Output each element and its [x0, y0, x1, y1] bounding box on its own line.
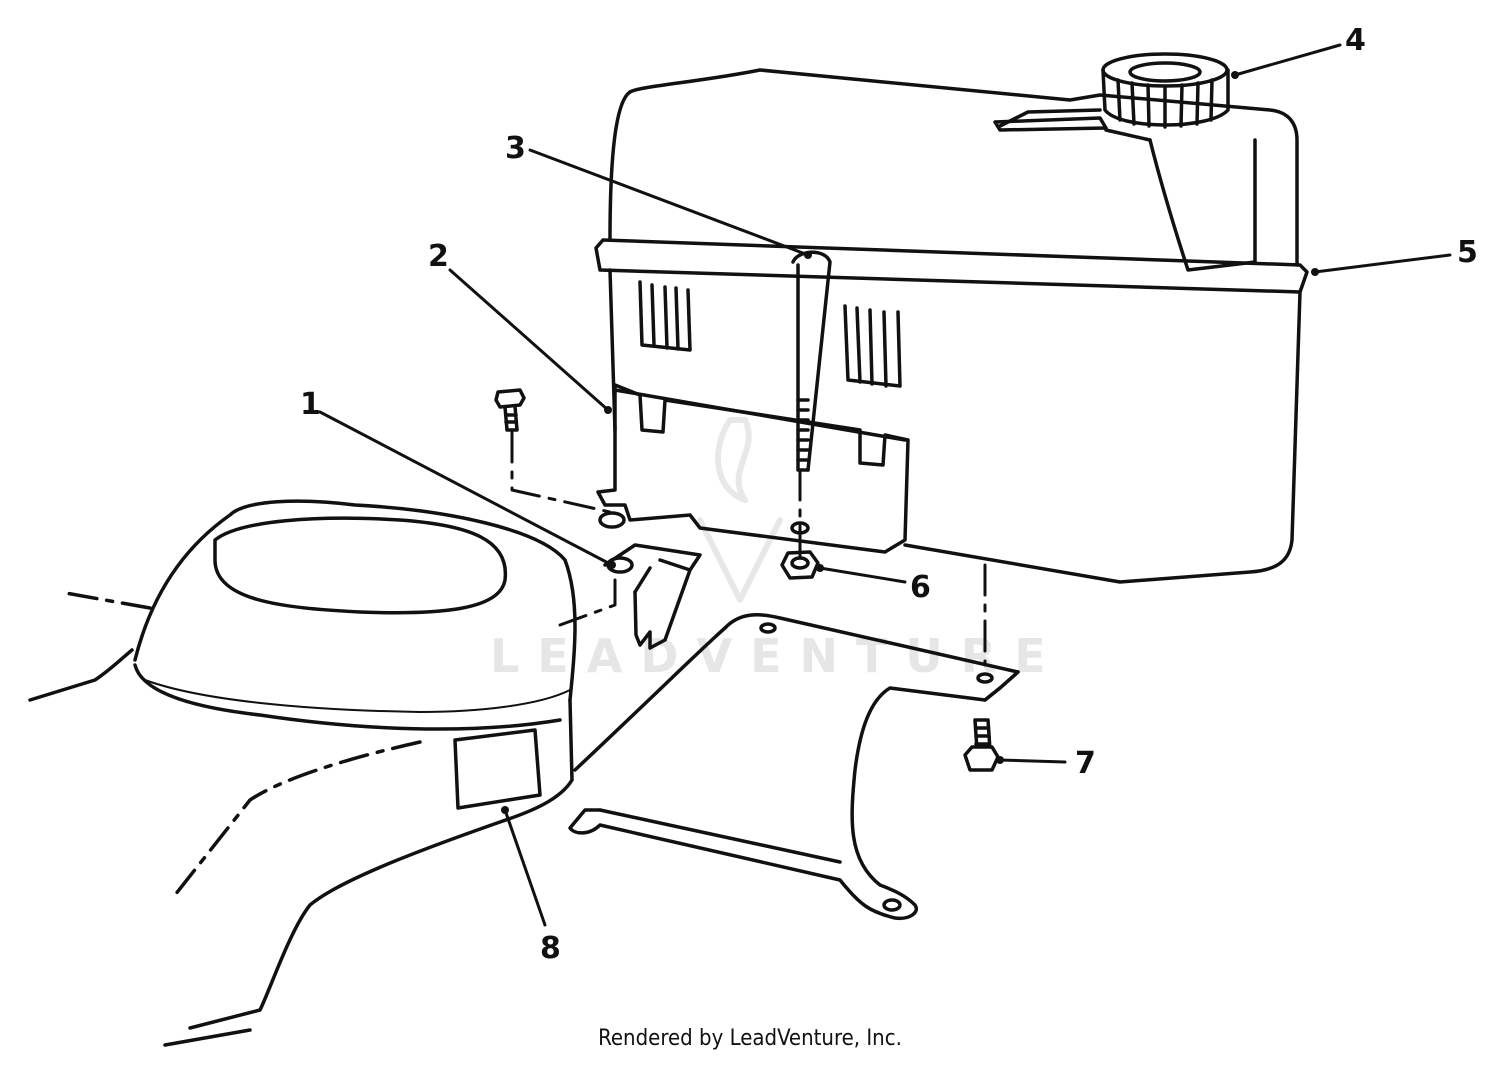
- bolt-upper: [494, 388, 526, 432]
- leader-lines: [318, 43, 1452, 927]
- callout-7: 7: [1075, 746, 1096, 781]
- tank-strap: [790, 250, 832, 535]
- nut: [780, 550, 820, 580]
- fuel-cap: [1101, 52, 1230, 129]
- callout-4: 4: [1345, 23, 1366, 58]
- footer-credit: Rendered by LeadVenture, Inc.: [598, 1026, 902, 1051]
- bolt-lower: [963, 718, 1000, 772]
- alignment-lines: [510, 430, 987, 667]
- watermark-logo: [697, 417, 783, 603]
- callout-2: 2: [428, 239, 449, 274]
- callout-1: 1: [300, 387, 321, 422]
- fuel-tank: [594, 68, 1309, 584]
- callout-8: 8: [540, 931, 561, 966]
- support-bracket: [568, 613, 1020, 921]
- washer-1: [598, 511, 626, 529]
- callout-3: 3: [505, 131, 526, 166]
- callout-5: 5: [1457, 235, 1478, 270]
- engine-shroud: [28, 499, 577, 1047]
- tank-bracket: [596, 383, 910, 554]
- leader-arrows: [501, 71, 1319, 814]
- callout-6: 6: [910, 570, 931, 605]
